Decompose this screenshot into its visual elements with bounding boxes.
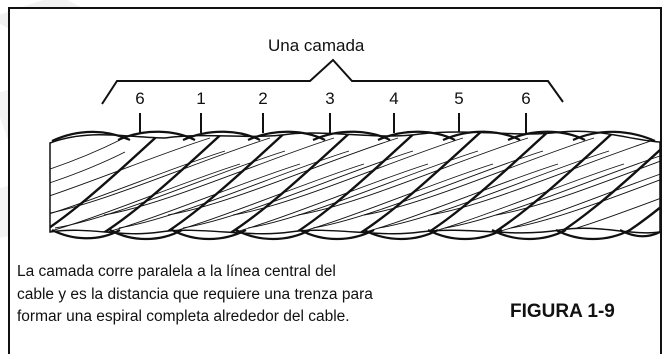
caption-line: formar una espiral completa alrededor de…	[17, 308, 350, 325]
strand-number: 2	[258, 89, 268, 108]
strand-number: 6	[135, 89, 145, 108]
strand-number: 5	[454, 89, 464, 108]
strand-ticks	[139, 113, 527, 133]
wire-rope	[49, 130, 661, 240]
strand-number: 1	[196, 89, 206, 108]
lay-brace	[101, 58, 564, 105]
strand-number: 6	[521, 89, 531, 108]
figure-label: FIGURA 1-9	[510, 301, 615, 322]
lay-label: Una camada	[268, 36, 365, 55]
strand-number: 3	[325, 89, 335, 108]
figure-caption: La camada corre paralela a la línea cent…	[17, 261, 517, 329]
caption-line: La camada corre paralela a la línea cent…	[17, 263, 336, 280]
caption-line: cable y es la distancia que requiere una…	[17, 285, 373, 303]
strand-number: 4	[389, 89, 399, 108]
